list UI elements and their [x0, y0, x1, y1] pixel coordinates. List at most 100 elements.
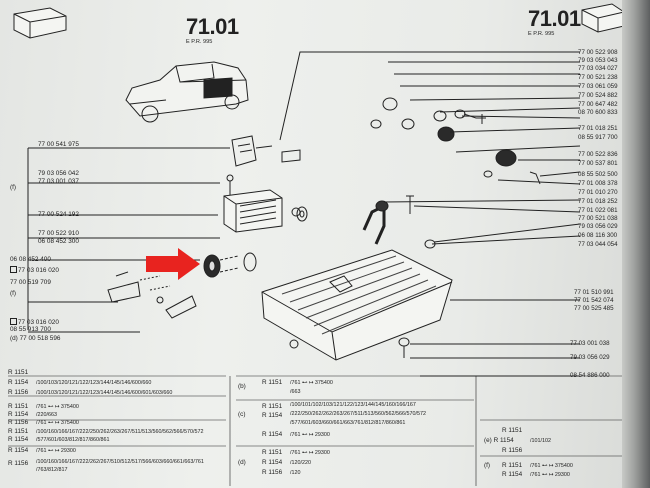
right-ref-10: 77 00 522 836 — [578, 151, 618, 158]
right-ref-16: 77 01 022 081 — [578, 207, 618, 214]
table-row-versions: /761 ⊷ ↦ 375400 — [290, 380, 333, 386]
right-ref-3: 77 00 521 238 — [578, 74, 618, 81]
table-row-model: R 1154 — [8, 436, 29, 443]
table-row-model: R 1156 — [8, 460, 29, 467]
table-row-model: R 1151 — [8, 369, 29, 376]
fuel-tank-icon — [261, 200, 453, 361]
table-row-model: (e) R 1154 — [484, 437, 514, 444]
table-row-model: R 1154 — [262, 459, 283, 466]
right-ref-6: 77 00 647 482 — [578, 101, 618, 108]
tank-thumbnail-left-icon — [13, 7, 67, 39]
box-x-icon — [10, 318, 17, 325]
table-row-model: R 1154 — [502, 471, 523, 478]
table-row-versions: /100/103/120/121/122/123/144/145/146/600… — [36, 380, 152, 386]
left-ref-13: (d) 77 00 518 596 — [10, 335, 61, 342]
left-ref-10: (f) — [10, 290, 17, 297]
left-ref-0: 77 00 541 975 — [38, 141, 79, 148]
table-row-model: R 1151 — [502, 427, 523, 434]
left-ref-2: 77 03 001 037 — [38, 178, 79, 185]
left-ref-6: 06 08 452 300 — [38, 238, 79, 245]
box-x-icon — [10, 266, 17, 273]
left-ref-3: (f) — [10, 184, 17, 191]
table-row-versions: /761 ⊷ ↦ 29300 — [36, 448, 76, 454]
right-ref-14: 77 01 010 270 — [578, 189, 618, 196]
table-row-model: R 1151 — [262, 403, 283, 410]
left-ref-1: 79 03 056 042 — [38, 170, 79, 177]
table-tag: (c) — [238, 411, 246, 418]
table-row-model: R 1156 — [262, 469, 283, 476]
left-ref-7: 06 08 452 400 — [10, 256, 51, 263]
highlight-arrow-icon — [146, 248, 200, 280]
right-ref-9: 08 55 917 700 — [578, 134, 618, 141]
table-row-versions: /761 ⊷ ↦ 29300 — [290, 432, 330, 438]
table-row-versions: /761 ⊷ ↦ 29300 — [530, 472, 570, 478]
grommet-icon — [296, 206, 308, 222]
table-tag: (b) — [238, 383, 246, 390]
page-number-left: 71.01 — [186, 14, 239, 39]
table-row-versions: /577/601/603/660/661/663/761/812/817/860… — [290, 420, 406, 426]
right-ref-13: 77 01 008 378 — [578, 180, 618, 187]
left-ref-11: 77 03 016 020 — [10, 318, 59, 326]
hose-clip-icon — [226, 174, 234, 196]
right-ref-22: 77 01 542 074 — [574, 297, 614, 304]
table-row-model: R 1154 — [8, 447, 29, 454]
right-ref-12: 08 55 502 500 — [578, 171, 618, 178]
left-ref-8: 77 03 016 020 — [10, 266, 59, 274]
page-number-right: 71.01 — [528, 6, 581, 31]
sender-unit-icon — [370, 97, 466, 130]
table-row-versions: /761 ⊷ ↦ 375400 — [36, 420, 79, 426]
table-row-model: R 1156 — [8, 389, 29, 396]
filler-neck-grommet-icon — [203, 252, 257, 278]
table-row-model: R 1156 — [502, 447, 523, 454]
fuel-cap-icon — [437, 113, 486, 142]
right-ref-15: 77 01 018 252 — [578, 198, 618, 205]
lock-cylinder-icon — [483, 149, 541, 185]
right-ref-17: 77 00 521 038 — [578, 215, 618, 222]
right-ref-1: 79 03 053 043 — [578, 57, 618, 64]
table-row-versions: /761 ⊷ ↦ 29300 — [290, 450, 330, 456]
right-ref-8: 77 01 018 251 — [578, 125, 618, 132]
table-row-versions: /100/160/166/167/222/262/267/510/512/517… — [36, 459, 204, 465]
filter-canister-icon — [223, 189, 301, 233]
book-spine-shadow — [622, 0, 650, 488]
table-row-model: R 1154 — [262, 431, 283, 438]
right-ref-20: 77 03 044 054 — [578, 241, 618, 248]
table-row-versions: /120/220 — [290, 460, 311, 466]
table-row-versions: /763/812/817 — [36, 467, 68, 473]
right-ref-21: 77 01 510 991 — [574, 289, 614, 296]
mounting-bracket-icon — [231, 135, 273, 167]
table-tag: (f) — [484, 462, 491, 469]
bracket-clamp-icon — [156, 295, 197, 319]
right-ref-19: 06 08 116 300 — [578, 232, 618, 239]
table-row-versions: /100/160/166/167/222/250/262/263/267/511… — [36, 429, 204, 435]
table-row-versions: /100/101/102/103/121/122/123/144/145/160… — [290, 402, 416, 408]
right-ref-26: 08 54 886 000 — [570, 372, 610, 379]
table-row-versions: /100/103/120/121/122/123/144/145/146/600… — [36, 390, 173, 396]
right-ref-11: 77 00 537 801 — [578, 160, 618, 167]
table-row-versions: /101/102 — [530, 438, 551, 444]
tank-thumbnail-right-icon — [581, 3, 625, 33]
table-row-versions: /577/601/603/812/817/860/861 — [36, 437, 110, 443]
table-row-model: R 1154 — [262, 412, 283, 419]
table-row-versions: /663 — [290, 389, 301, 395]
table-row-model: R 1151 — [262, 449, 283, 456]
screw-icon — [289, 195, 436, 358]
right-ref-2: 77 03 034 027 — [578, 65, 618, 72]
table-row-model: R 1154 — [8, 411, 29, 418]
left-ref-4: 77 00 524 192 — [38, 211, 79, 218]
table-row-versions: /220/663 — [36, 412, 57, 418]
edition-right: E P.R. 995 — [528, 31, 555, 37]
edition-left: E P.R. 995 — [186, 39, 213, 45]
right-ref-23: 77 00 525 485 — [574, 305, 614, 312]
table-tag: (d) — [238, 459, 246, 466]
table-row-model: R 1151 — [8, 428, 29, 435]
right-ref-25: 79 03 056 029 — [570, 354, 610, 361]
right-ref-5: 77 00 524 882 — [578, 92, 618, 99]
table-row-versions: /761 ⊷ ↦ 375400 — [36, 404, 79, 410]
right-ref-18: 79 03 056 029 — [578, 223, 618, 230]
table-row-versions: /222/250/262/262/263/267/511/513/560/562… — [290, 411, 426, 417]
right-ref-24: 77 03 001 038 — [570, 340, 610, 347]
table-row-model: R 1151 — [262, 379, 283, 386]
